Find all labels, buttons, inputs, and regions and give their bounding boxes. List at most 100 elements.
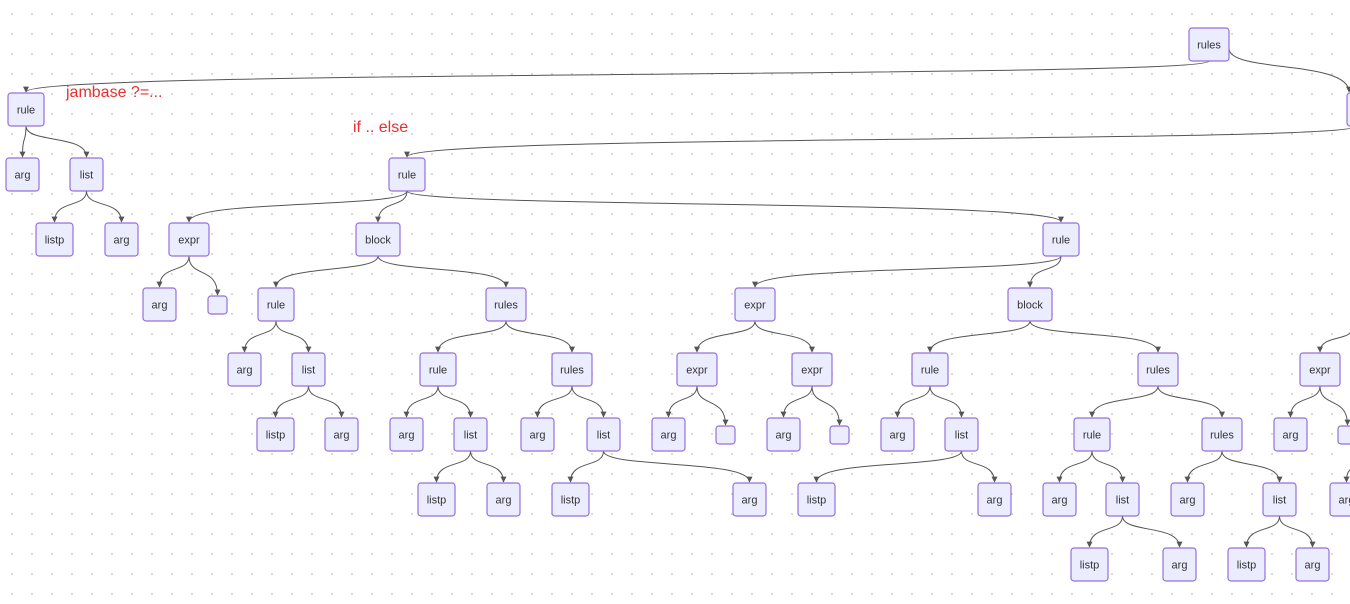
tree-node-list[interactable]: list — [453, 417, 488, 452]
node-label: rule — [921, 365, 939, 377]
tree-node-empty[interactable] — [715, 425, 736, 445]
tree-node-rule[interactable]: rule — [257, 287, 295, 322]
tree-node-arg[interactable]: arg — [104, 222, 139, 257]
tree-node-list[interactable]: list — [944, 417, 979, 452]
tree-node-listp[interactable]: listp — [797, 482, 836, 517]
node-box — [551, 352, 593, 387]
node-box — [1070, 547, 1109, 582]
node-label: rule — [17, 105, 35, 117]
tree-node-rules[interactable]: rules — [1188, 27, 1230, 62]
tree-node-rule[interactable]: rule — [911, 352, 949, 387]
tree-node-listp[interactable]: listp — [1227, 547, 1266, 582]
node-box — [355, 222, 401, 257]
tree-node-listp[interactable]: listp — [1070, 547, 1109, 582]
tree-node-rules[interactable]: rules — [1137, 352, 1179, 387]
node-box — [324, 417, 359, 452]
node-box — [256, 417, 295, 452]
tree-node-list[interactable]: list — [1105, 482, 1140, 517]
tree-node-arg[interactable]: arg — [1170, 482, 1205, 517]
node-box — [651, 417, 686, 452]
tree-node-list[interactable]: list — [1262, 482, 1297, 517]
tree-node-list[interactable]: list — [586, 417, 621, 452]
node-label: arg — [152, 300, 168, 312]
node-box — [797, 482, 836, 517]
tree-node-empty[interactable] — [1337, 425, 1350, 445]
node-box — [1105, 482, 1140, 517]
tree-node-listp[interactable]: listp — [35, 222, 74, 257]
tree-node-arg[interactable]: arg — [1295, 547, 1330, 582]
edge-n_list_1-n_arg_2 — [86, 190, 125, 223]
tree-node-empty[interactable] — [829, 425, 850, 445]
node-label: list — [1116, 495, 1129, 507]
tree-node-arg[interactable]: arg — [977, 482, 1012, 517]
tree-node-expr[interactable]: expr — [1299, 352, 1341, 387]
tree-node-arg[interactable]: arg — [1162, 547, 1197, 582]
node-box — [5, 157, 40, 192]
node-label: list — [302, 365, 315, 377]
node-label: expr — [744, 300, 766, 312]
node-label: rules — [494, 300, 518, 312]
node-box — [676, 352, 718, 387]
tree-node-arg[interactable]: arg — [227, 352, 262, 387]
node-box — [734, 287, 776, 322]
tree-node-rule[interactable]: rule — [419, 352, 457, 387]
tree-node-rules[interactable]: rules — [1201, 417, 1243, 452]
node-box — [880, 417, 915, 452]
tree-node-rules[interactable]: rules — [485, 287, 527, 322]
annotation-jambase: jambase ?=... — [66, 84, 163, 101]
edge-n_expr_2-n_expr_3 — [694, 320, 756, 353]
edge-off_right_3-n_arg_19 — [1343, 468, 1350, 483]
tree-node-arg[interactable]: arg — [1042, 482, 1077, 517]
tree-node-block[interactable]: block — [355, 222, 401, 257]
tree-node-arg[interactable]: arg — [651, 417, 686, 452]
node-label: expr — [801, 365, 823, 377]
tree-node-expr[interactable]: expr — [676, 352, 718, 387]
tree-node-arg[interactable]: arg — [389, 417, 424, 452]
tree-node-arg[interactable]: arg — [1329, 482, 1350, 517]
tree-node-listp[interactable]: listp — [551, 482, 590, 517]
tree-node-rule[interactable]: rule — [388, 157, 426, 192]
tree-node-arg[interactable]: arg — [1273, 417, 1308, 452]
node-box — [1346, 92, 1350, 127]
node-box — [1073, 417, 1111, 452]
tree-node-rule[interactable]: rule — [1073, 417, 1111, 452]
node-label: arg — [987, 495, 1003, 507]
tree-node-arg[interactable]: arg — [766, 417, 801, 452]
node-label: arg — [1305, 560, 1321, 572]
tree-node-listp[interactable]: listp — [417, 482, 456, 517]
tree-node-rules[interactable]: rules — [551, 352, 593, 387]
tree-node-expr[interactable]: expr — [791, 352, 833, 387]
node-label: rule — [429, 365, 447, 377]
tree-node-empty[interactable] — [1346, 92, 1350, 127]
tree-node-block[interactable]: block — [1007, 287, 1053, 322]
tree-node-list[interactable]: list — [69, 157, 104, 192]
node-box — [485, 287, 527, 322]
edge-n_rules_2-n_list_4 — [571, 385, 607, 418]
tree-node-arg[interactable]: arg — [880, 417, 915, 452]
tree-node-expr[interactable]: expr — [168, 222, 210, 257]
edge-n_rule_5-n_block_2 — [1027, 255, 1062, 288]
node-label: expr — [1309, 365, 1331, 377]
tree-node-arg[interactable]: arg — [732, 482, 767, 517]
tree-node-arg[interactable]: arg — [486, 482, 521, 517]
tree-node-arg[interactable]: arg — [324, 417, 359, 452]
tree-node-listp[interactable]: listp — [256, 417, 295, 452]
tree-node-arg[interactable]: arg — [5, 157, 40, 192]
node-box — [257, 287, 295, 322]
tree-node-rule[interactable]: rule — [1042, 222, 1080, 257]
node-box — [732, 482, 767, 517]
node-box — [1188, 27, 1230, 62]
edge-n_rule_4-n_arg_6 — [403, 385, 439, 418]
edge-n_rules_4-n_list_7 — [1221, 450, 1283, 483]
edge-n_list_6-n_arg_15 — [1122, 515, 1183, 548]
tree-node-expr[interactable]: expr — [734, 287, 776, 322]
tree-node-arg[interactable]: arg — [142, 287, 177, 322]
edge-n_expr_2-n_expr_4 — [754, 320, 815, 353]
node-label: arg — [15, 170, 31, 182]
tree-node-list[interactable]: list — [291, 352, 326, 387]
tree-node-arg[interactable]: arg — [520, 417, 555, 452]
node-label: rule — [1052, 235, 1070, 247]
node-box — [1273, 417, 1308, 452]
tree-node-empty[interactable] — [207, 295, 228, 315]
tree-node-rule[interactable]: rule — [7, 92, 45, 127]
